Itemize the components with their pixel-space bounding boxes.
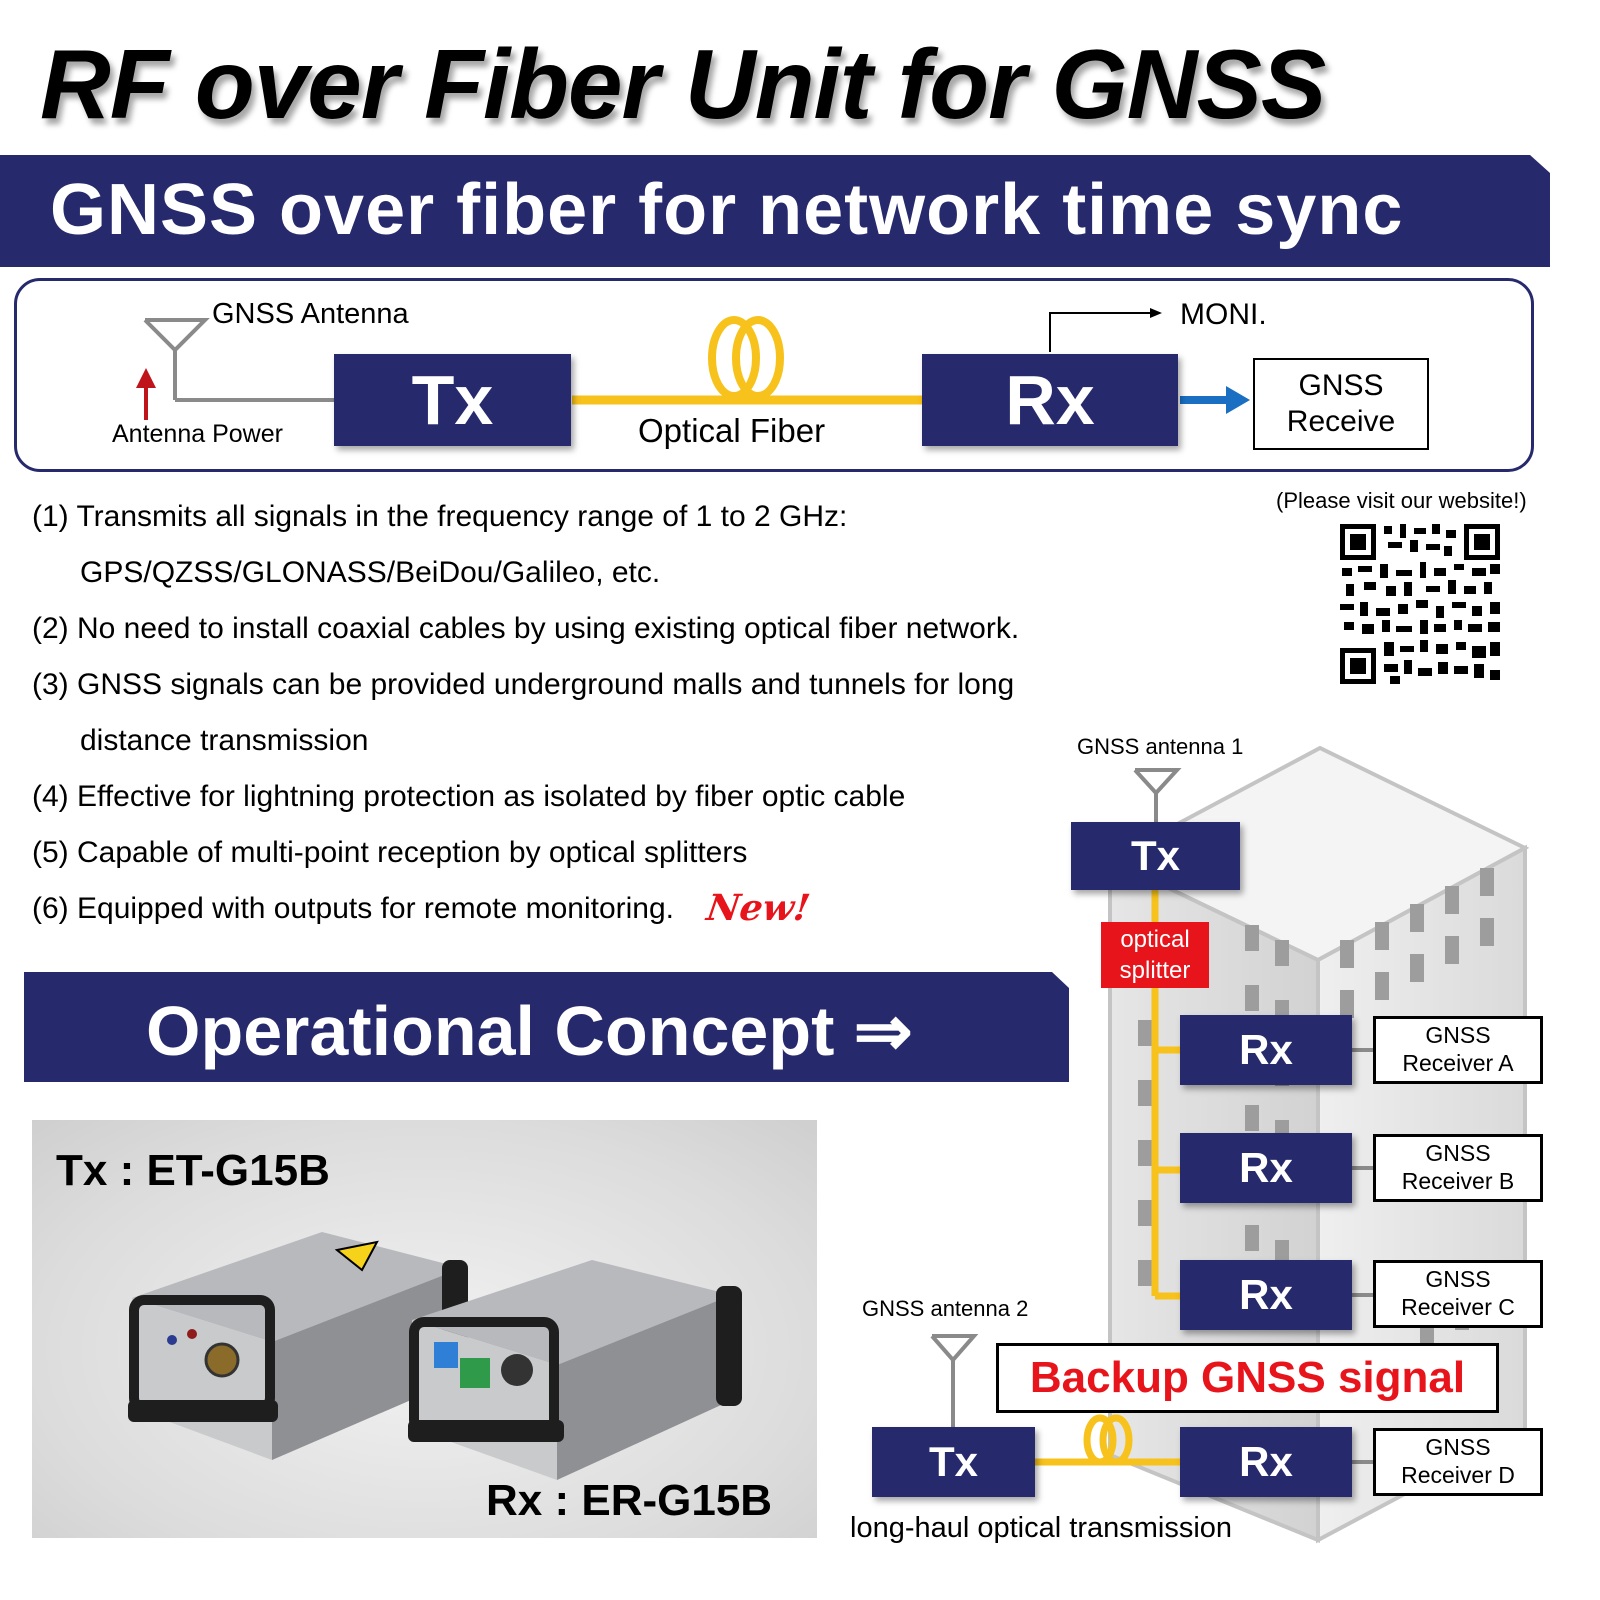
- website-note: (Please visit our website!): [1276, 488, 1527, 513]
- moni-label: MONI.: [1180, 298, 1267, 331]
- gnss-receive-box: GNSS Receive: [1253, 358, 1429, 450]
- concept-rx-unit-b: Rx: [1180, 1133, 1352, 1203]
- long-haul-label: long-haul optical transmission: [850, 1512, 1233, 1544]
- gnss-receiver-a: GNSS Receiver A: [1373, 1016, 1543, 1084]
- feature-5: (5) Capable of multi-point reception by …: [32, 836, 748, 869]
- concept-banner-text: Operational Concept ⇒: [146, 992, 913, 1070]
- concept-tx-unit-2: Tx: [872, 1427, 1035, 1497]
- receiver-c-line1: GNSS: [1425, 1266, 1491, 1293]
- receiver-c-line2: Receiver C: [1401, 1294, 1515, 1320]
- concept-rx-unit-c: Rx: [1180, 1260, 1352, 1330]
- system-diagram: [14, 278, 1534, 472]
- new-badge: New!: [704, 887, 813, 929]
- receiver-b-line1: GNSS: [1425, 1140, 1491, 1167]
- receiver-a-line1: GNSS: [1425, 1022, 1491, 1049]
- qr-code-icon: [1340, 524, 1500, 684]
- rx-unit: Rx: [922, 354, 1178, 446]
- system-diagram-lines: [136, 308, 1250, 420]
- concept-rx-unit-d: Rx: [1180, 1427, 1352, 1497]
- receiver-d-line1: GNSS: [1425, 1434, 1491, 1461]
- antenna-icon: [143, 318, 335, 402]
- receiver-connectors: [1352, 1048, 1373, 1464]
- antenna-2-icon: [930, 1334, 979, 1428]
- feature-3-cont: distance transmission: [80, 724, 369, 757]
- antenna-1-label: GNSS antenna 1: [1077, 734, 1244, 759]
- product-photo: [32, 1120, 817, 1538]
- fiber-label: Optical Fiber: [638, 412, 826, 449]
- tx-unit: Tx: [334, 354, 571, 446]
- receiver-b-line2: Receiver B: [1401, 1168, 1515, 1194]
- antenna-1-icon: [1133, 768, 1182, 822]
- long-haul-fiber-icon: [1035, 1414, 1180, 1466]
- rx-device-image: [408, 1260, 742, 1480]
- antenna-power-arrow-icon: [136, 368, 156, 420]
- antenna-2-label: GNSS antenna 2: [862, 1296, 1029, 1321]
- concept-rx-unit-a: Rx: [1180, 1015, 1352, 1085]
- gnss-receiver-b: GNSS Receiver B: [1373, 1134, 1543, 1202]
- optical-splitter-label: optical splitter: [1101, 922, 1209, 988]
- subtitle-text: GNSS over fiber for network time sync: [50, 170, 1404, 250]
- output-arrow-icon: [1180, 386, 1250, 414]
- concept-banner: Operational Concept ⇒: [24, 972, 1069, 1082]
- fiber-coil-icon: [572, 316, 922, 405]
- page-title: RF over Fiber Unit for GNSS: [40, 29, 1326, 139]
- product-devices-image: [128, 1232, 742, 1480]
- feature-1-cont: GPS/QZSS/GLONASS/BeiDou/Galileo, etc.: [80, 556, 661, 589]
- rx-model-label: Rx : ER-G15B: [486, 1476, 773, 1525]
- concept-tx-unit: Tx: [1071, 822, 1240, 890]
- tx-model-label: Tx : ET-G15B: [56, 1146, 330, 1195]
- antenna-power-label: Antenna Power: [112, 420, 283, 448]
- backup-signal-label: Backup GNSS signal: [996, 1343, 1499, 1413]
- receiver-a-line2: Receiver A: [1402, 1050, 1514, 1076]
- receiver-d-line2: Receiver D: [1401, 1462, 1515, 1488]
- gnss-receive-line2: Receive: [1286, 405, 1396, 438]
- gnss-receiver-c: GNSS Receiver C: [1373, 1260, 1543, 1328]
- gnss-receiver-d: GNSS Receiver D: [1373, 1428, 1543, 1496]
- splitter-line2: splitter: [1119, 957, 1191, 984]
- feature-1: (1) Transmits all signals in the frequen…: [32, 500, 848, 533]
- feature-3: (3) GNSS signals can be provided undergr…: [32, 668, 1015, 701]
- splitter-line1: optical: [1120, 926, 1190, 953]
- gnss-receive-line1: GNSS: [1298, 369, 1384, 402]
- feature-2: (2) No need to install coaxial cables by…: [32, 612, 1020, 645]
- feature-6: (6) Equipped with outputs for remote mon…: [32, 892, 674, 925]
- subtitle-banner: GNSS over fiber for network time sync: [0, 155, 1550, 267]
- feature-4: (4) Effective for lightning protection a…: [32, 780, 906, 813]
- moni-arrow-icon: [1049, 308, 1162, 352]
- antenna-label: GNSS Antenna: [212, 298, 409, 330]
